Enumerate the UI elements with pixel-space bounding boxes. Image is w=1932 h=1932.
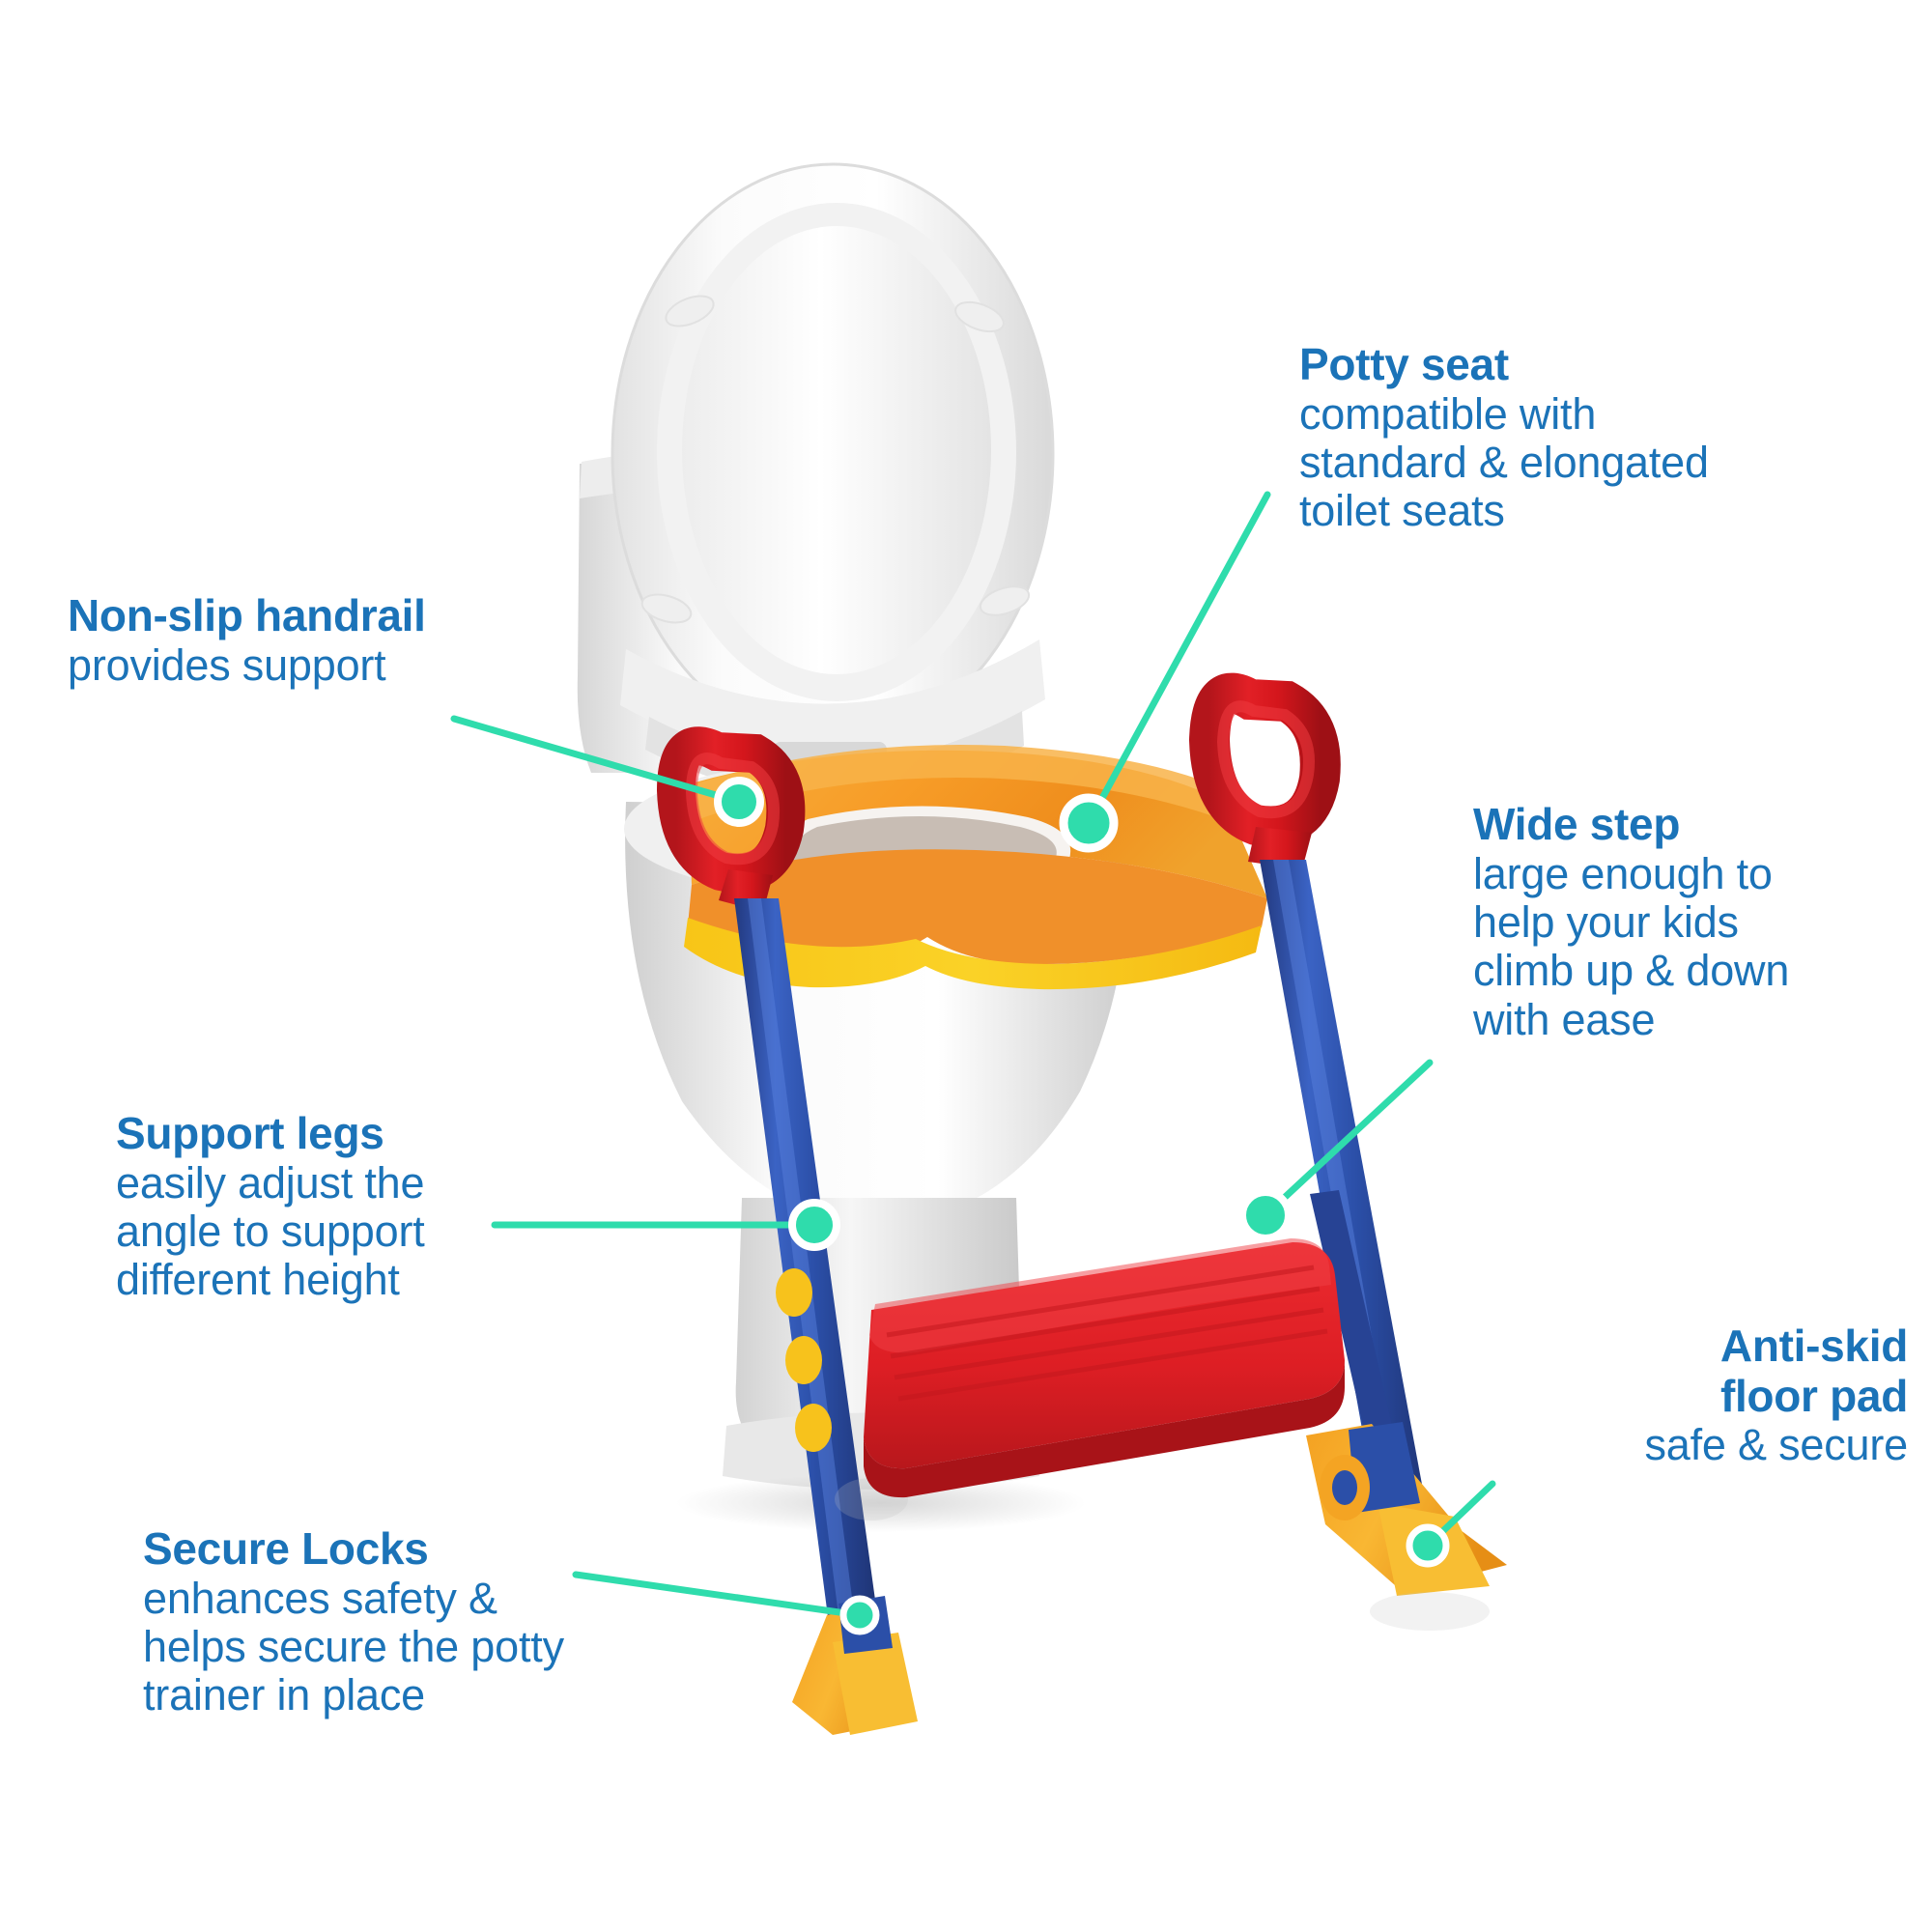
callout-body-line: toilet seats xyxy=(1299,486,1505,536)
left-handrail-and-leg xyxy=(656,726,918,1735)
callout-body: safe & secure xyxy=(1644,1420,1908,1470)
callout-body-line: large enough to xyxy=(1473,848,1773,898)
callout-wide-step: Wide step large enough to help your kids… xyxy=(1473,799,1918,1044)
toilet-lid xyxy=(611,162,1055,798)
callout-anti-skid-floor-pad: Anti-skid floor pad safe & secure xyxy=(1372,1321,1908,1469)
callout-body-line: with ease xyxy=(1473,994,1656,1044)
callout-heading: Support legs xyxy=(116,1108,384,1158)
callout-body-line: trainer in place xyxy=(143,1670,425,1720)
callout-body-line: easily adjust the xyxy=(116,1157,425,1208)
callout-non-slip-handrail: Non-slip handrail provides support xyxy=(68,590,570,690)
callout-heading: Potty seat xyxy=(1299,339,1509,389)
callout-body-line: standard & elongated xyxy=(1299,437,1709,487)
callout-body: provides support xyxy=(68,639,386,690)
callout-body-line: help your kids xyxy=(1473,896,1739,947)
wide-step xyxy=(864,1238,1345,1498)
callout-body-line: different height xyxy=(116,1255,400,1305)
right-handrail-and-leg xyxy=(1188,672,1507,1631)
callout-heading: Non-slip handrail xyxy=(68,590,426,640)
callout-body-line: climb up & down xyxy=(1473,946,1790,996)
callout-potty-seat: Potty seat compatible with standard & el… xyxy=(1299,339,1898,536)
callout-heading-line: floor pad xyxy=(1719,1370,1908,1421)
callout-body-line: helps secure the potty xyxy=(143,1621,564,1671)
callout-heading-line: Anti-skid xyxy=(1719,1321,1908,1371)
callout-heading: Wide step xyxy=(1473,799,1681,849)
callout-body-line: angle to support xyxy=(116,1206,425,1256)
callout-body-line: enhances safety & xyxy=(143,1573,497,1623)
callout-heading: Secure Locks xyxy=(143,1523,429,1574)
callout-secure-locks: Secure Locks enhances safety & helps sec… xyxy=(143,1523,645,1720)
callout-body-line: compatible with xyxy=(1299,388,1597,439)
callout-support-legs: Support legs easily adjust the angle to … xyxy=(116,1108,531,1305)
